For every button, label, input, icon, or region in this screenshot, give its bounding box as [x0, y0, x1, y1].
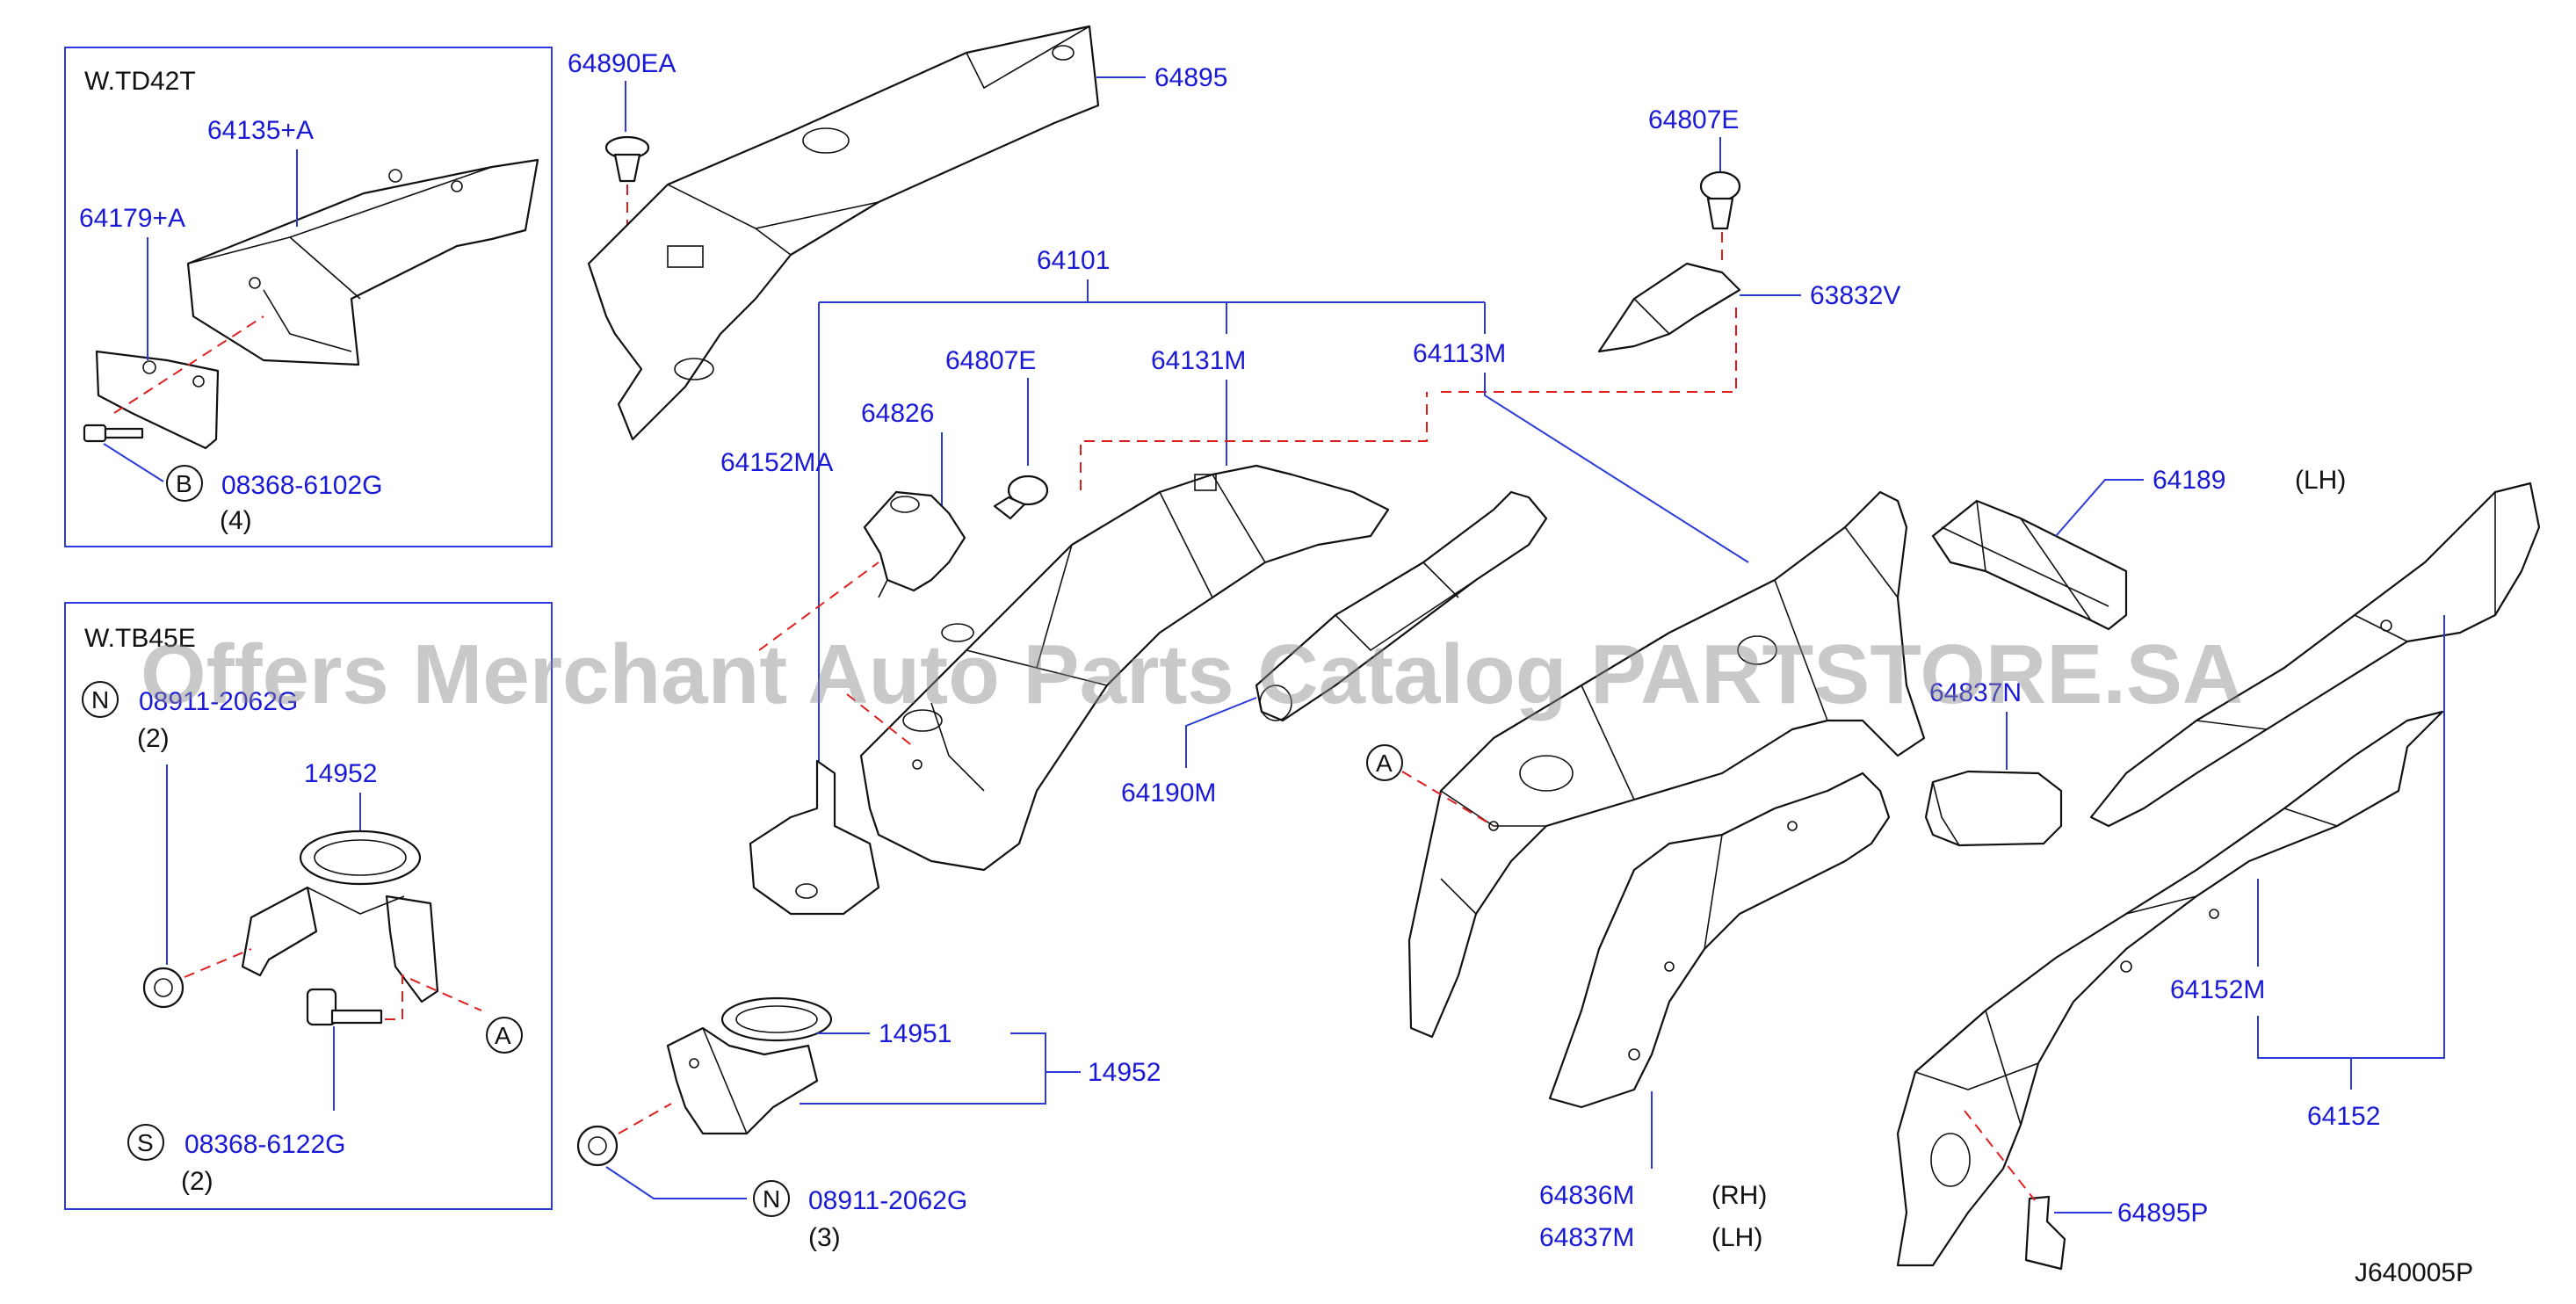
panel-64837n-part[interactable] — [1924, 770, 2063, 847]
dashed-64895p — [1964, 1110, 2036, 1201]
label-64152m[interactable]: 64152M — [2170, 975, 2265, 1004]
leader-64113m — [1484, 373, 1749, 563]
inset-td42t-title: W.TD42T — [84, 67, 196, 96]
marker-n-circle — [82, 681, 119, 718]
label-64837m[interactable]: 64837M — [1539, 1223, 1634, 1252]
label-screw-qty: (2) — [181, 1167, 213, 1196]
clip-64807e-part[interactable] — [993, 475, 1049, 520]
nut-part[interactable] — [142, 967, 185, 1009]
label-nut-08911-2062g-bottom[interactable]: 08911-2062G — [808, 1186, 967, 1215]
label-64836m-side: (RH) — [1711, 1181, 1767, 1210]
marker-a-circle-inset — [486, 1017, 523, 1054]
label-64131m[interactable]: 64131M — [1151, 346, 1246, 375]
label-bracket-14952[interactable]: 14952 — [304, 759, 377, 788]
label-64807e-top[interactable]: 64807E — [1648, 105, 1739, 134]
lower-bracket-64152ma-part[interactable] — [749, 759, 880, 916]
leader-64190m — [1185, 697, 1257, 768]
inset-tb45e-title: W.TB45E — [84, 624, 196, 653]
dashed-marker-a — [1401, 771, 1494, 827]
clamp-bracket-14951-part[interactable] — [666, 996, 833, 1135]
label-64895p[interactable]: 64895P — [2117, 1199, 2208, 1228]
label-nut-qty: (2) — [137, 724, 170, 753]
dashed-63832v — [1440, 308, 1737, 393]
label-64189[interactable]: 64189 — [2153, 466, 2225, 495]
label-64135[interactable]: 64135+A — [207, 116, 314, 145]
rear-side-member-64152m-part[interactable] — [1896, 710, 2444, 1267]
splash-panel-64836m-part[interactable] — [1548, 772, 1891, 1109]
marker-n: N — [91, 686, 109, 714]
inset-tb45e: W.TB45E N 08911-2062G (2) 14952 A — [64, 602, 553, 1210]
label-14952[interactable]: 14952 — [1088, 1058, 1161, 1087]
dashed-nut-bottom — [618, 1103, 672, 1134]
clamp-bracket-14952-part[interactable] — [241, 829, 439, 1003]
bracket-64179-part[interactable] — [95, 350, 220, 450]
nut-bottom-part[interactable] — [576, 1125, 619, 1167]
label-64113m[interactable]: 64113M — [1413, 339, 1506, 368]
label-bolt-08368-6102g[interactable]: 08368-6102G — [221, 471, 383, 500]
label-nut-08911-2062g[interactable]: 08911-2062G — [139, 687, 298, 716]
dashed-guide-nut — [184, 948, 252, 978]
side-frame-64113m-part[interactable] — [1407, 490, 1926, 1039]
label-64836m[interactable]: 64836M — [1539, 1181, 1634, 1210]
dashed-64826 — [758, 561, 879, 651]
label-64190m[interactable]: 64190M — [1121, 779, 1216, 808]
label-64895[interactable]: 64895 — [1154, 63, 1227, 92]
clip-64895p-part[interactable] — [2024, 1195, 2066, 1271]
label-63832v[interactable]: 63832V — [1810, 281, 1900, 310]
label-64837m-side: (LH) — [1711, 1223, 1762, 1252]
extension-64190m-part[interactable] — [1255, 490, 1548, 722]
label-screw-08368-6122g[interactable]: 08368-6122G — [185, 1130, 346, 1159]
label-64179[interactable]: 64179+A — [79, 204, 185, 233]
clip-64807e-top-part[interactable] — [1699, 170, 1741, 230]
dashed-64152ma — [846, 693, 915, 748]
bracket-64189-part[interactable] — [1931, 499, 2128, 631]
inset-td42t: W.TD42T 64135+A 64179+A B — [64, 47, 553, 547]
label-64152[interactable]: 64152 — [2307, 1102, 2380, 1131]
label-64837n[interactable]: 64837N — [1929, 678, 2022, 707]
marker-a-inset: A — [495, 1022, 511, 1049]
inset-tb45e-frame — [64, 602, 553, 1210]
screw-part[interactable] — [306, 988, 383, 1026]
bracket-64826-part[interactable] — [863, 490, 966, 598]
diagram-id: J640005P — [2355, 1258, 2473, 1287]
bracket-63832v-part[interactable] — [1597, 262, 1741, 353]
label-64152ma[interactable]: 64152MA — [720, 448, 833, 477]
label-14951[interactable]: 14951 — [879, 1019, 952, 1048]
label-bolt-qty: (4) — [220, 506, 252, 535]
cowl-member-64895-part[interactable] — [587, 25, 1100, 441]
marker-a: A — [1376, 750, 1393, 777]
label-nut-qty-bottom: (3) — [808, 1223, 841, 1252]
leader-nut-bottom — [605, 1166, 747, 1199]
dashed-guide-td42t — [113, 315, 264, 414]
upper-rail-64152-part[interactable] — [2089, 482, 2541, 828]
clip-64890ea-part[interactable] — [604, 135, 650, 183]
marker-b-circle — [166, 465, 203, 502]
dashed-guide-screw — [385, 974, 482, 1020]
label-64807e[interactable]: 64807E — [945, 346, 1036, 375]
crossmember-64135-part[interactable] — [186, 158, 539, 366]
leader-bolt — [103, 443, 164, 482]
marker-s: S — [137, 1129, 154, 1156]
bolt-part[interactable] — [83, 424, 144, 443]
dashed-64807e-to-64113m — [1080, 392, 1428, 490]
marker-n-circle-bottom — [753, 1180, 790, 1217]
marker-b: B — [176, 470, 192, 497]
label-64826[interactable]: 64826 — [861, 399, 934, 428]
marker-s-circle — [127, 1124, 164, 1161]
marker-n-bottom: N — [763, 1185, 780, 1213]
leader-64189 — [2055, 479, 2144, 537]
marker-a-circle — [1366, 744, 1403, 781]
watermark: Offers Merchant Auto Parts Catalog PARTS… — [141, 627, 2243, 721]
label-64189-side: (LH) — [2295, 466, 2346, 495]
label-64890ea[interactable]: 64890EA — [568, 49, 676, 78]
label-64101[interactable]: 64101 — [1037, 246, 1110, 275]
leader-14951-bracket — [800, 1032, 1046, 1105]
side-member-64131m-part[interactable] — [859, 464, 1390, 872]
inset-td42t-frame — [64, 47, 553, 547]
